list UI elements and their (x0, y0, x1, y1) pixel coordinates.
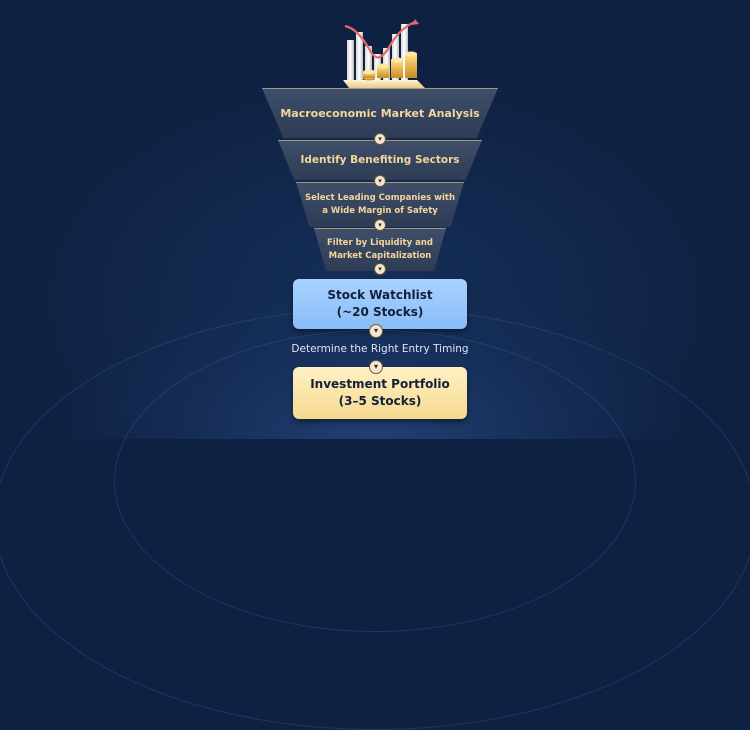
funnel-stage-label: Identify Benefiting Sectors (300, 154, 460, 166)
funnel-stage-macro-analysis: Macroeconomic Market Analysis (262, 88, 498, 138)
watchlist-count: (~20 Stocks) (336, 305, 424, 319)
portfolio-title: Investment Portfolio (310, 377, 450, 391)
watchlist-title: Stock Watchlist (327, 288, 433, 302)
funnel-stage-label: Macroeconomic Market Analysis (280, 106, 480, 120)
funnel-stage-label-line2: Market Capitalization (328, 250, 432, 261)
funnel-stage-sectors: Identify Benefiting Sectors (278, 140, 482, 180)
stock-watchlist-box: Stock Watchlist (~20 Stocks) (293, 279, 467, 329)
chart-coins-icon (343, 19, 425, 88)
funnel-stage-label-line2: a Wide Margin of Safety (322, 205, 438, 216)
funnel-stage-label-line1: Select Leading Companies with (304, 192, 456, 203)
entry-timing-step: Determine the Right Entry Timing (291, 343, 469, 355)
chevron-down-icon: ▾ (369, 360, 383, 374)
funnel-stage-label-line1: Filter by Liquidity and (326, 237, 433, 248)
chevron-down-icon: ▾ (369, 324, 383, 338)
chevron-down-icon: ▾ (374, 219, 386, 231)
portfolio-count: (3–5 Stocks) (338, 394, 422, 408)
chevron-down-icon: ▾ (374, 175, 386, 187)
chevron-down-icon: ▾ (374, 133, 386, 145)
investment-portfolio-box: Investment Portfolio (3–5 Stocks) (293, 367, 467, 419)
chevron-down-icon: ▾ (374, 263, 386, 275)
